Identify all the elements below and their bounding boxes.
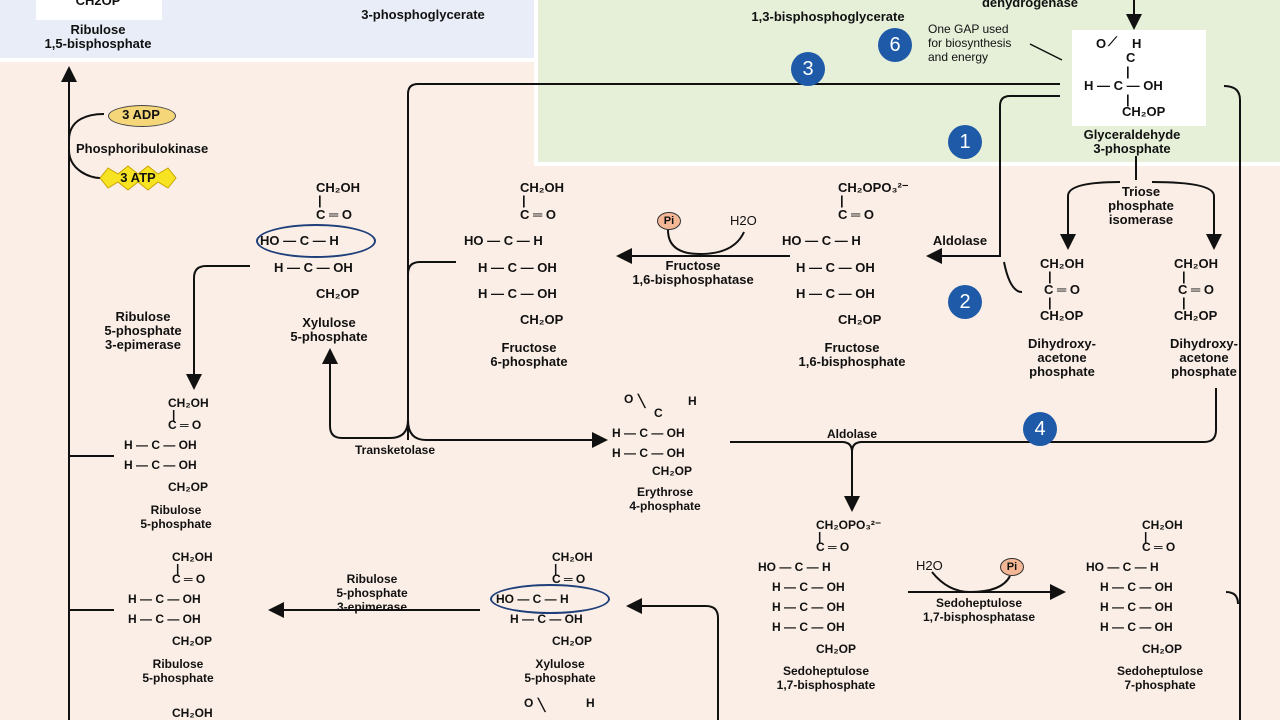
step-badge-3: 3: [791, 52, 825, 86]
phosphate-icon: Pi: [657, 212, 681, 230]
highlight-oval-2: [490, 584, 610, 614]
rubp-structure-box: [36, 0, 162, 20]
f6p-label: Fructose 6-phosphate: [490, 340, 568, 369]
step-badge-2: 2: [948, 285, 982, 319]
dhap-label-2: Dihydroxy- acetone phosphate: [1170, 336, 1238, 379]
water-label-2: H2O: [916, 558, 943, 573]
epimerase-label-1: Ribulose 5-phosphate 3-epimerase: [104, 309, 182, 352]
gap-structure-box: [1072, 30, 1206, 126]
phosphoglycerate-label: 3-phosphoglycerate: [361, 7, 485, 22]
aldolase-label-1: Aldolase: [932, 233, 988, 248]
r5p-label-1: Ribulose 5-phosphate: [140, 503, 212, 531]
atp-label: 3 ATP: [120, 170, 156, 185]
adp-oval: [108, 105, 176, 127]
bisphosphoglycerate-label: 1,3-bisphosphoglycerate: [751, 9, 905, 24]
dehydrogenase-label: dehydrogenase: [981, 0, 1079, 10]
sbpase-label: Sedoheptulose 1,7-bisphosphatase: [922, 596, 1036, 624]
gap-note: One GAP used for biosynthesis and energy: [928, 22, 1012, 64]
triose-isomerase-label: Triose phosphate isomerase: [1108, 184, 1174, 227]
transketolase-label: Transketolase: [354, 443, 436, 457]
highlight-oval-1: [256, 224, 376, 258]
r5p-label-2: Ribulose 5-phosphate: [142, 657, 214, 685]
water-label: H2O: [730, 213, 757, 228]
xu5p-label-2: Xylulose 5-phosphate: [524, 657, 596, 685]
adp-label: 3 ADP: [122, 107, 160, 122]
rubp-formula-top: CH2OP: [75, 0, 121, 8]
e4p-label: Erythrose 4-phosphate: [629, 485, 701, 513]
step-badge-4: 4: [1023, 412, 1057, 446]
dhap-label-1: Dihydroxy- acetone phosphate: [1028, 336, 1096, 379]
divider: [534, 162, 1280, 166]
gap-label: Glyceraldehyde 3-phosphate: [1083, 127, 1181, 156]
s7p-label: Sedoheptulose 7-phosphate: [1116, 664, 1204, 692]
phosphate-icon-2: Pi: [1000, 558, 1024, 576]
atp-burst-icon: [99, 165, 177, 191]
aldolase-label-2: Aldolase: [826, 427, 878, 441]
fbp-label: Fructose 1,6-bisphosphate: [798, 340, 906, 369]
divider: [0, 58, 538, 62]
sbp-label: Sedoheptulose 1,7-bisphosphate: [776, 664, 876, 692]
epimerase-label-2: Ribulose 5-phosphate 3-epimerase: [336, 572, 408, 614]
rubp-label: Ribulose 1,5-bisphosphate: [44, 22, 152, 51]
step-badge-6: 6: [878, 28, 912, 62]
fbpase-label: Fructose 1,6-bisphosphatase: [632, 258, 754, 287]
xu5p-label-1: Xylulose 5-phosphate: [290, 315, 368, 344]
step-badge-1: 1: [948, 125, 982, 159]
phosphoribulokinase-label: Phosphoribulokinase: [76, 141, 209, 156]
